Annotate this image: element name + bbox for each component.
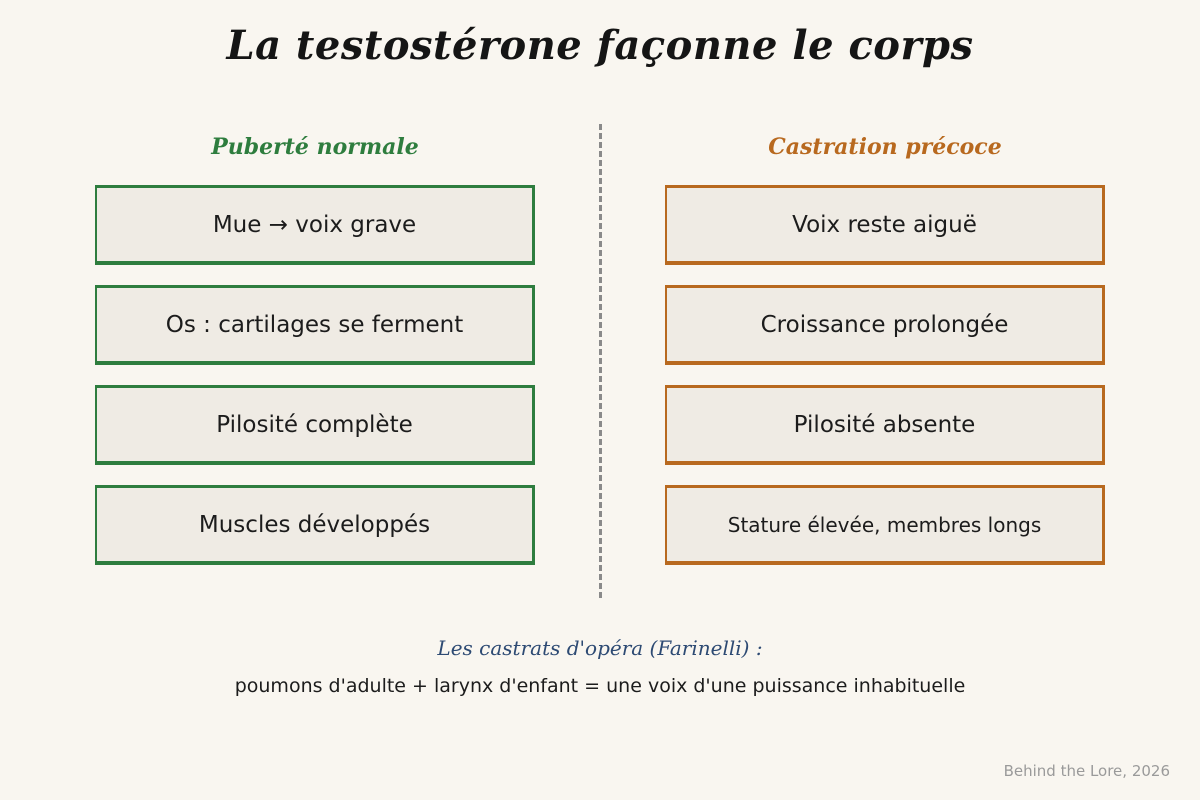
normal-item-bones: Os : cartilages se ferment [95,285,535,365]
normal-item-voice: Mue → voix grave [95,185,535,265]
castration-item-stature: Stature élevée, membres longs [665,485,1105,565]
page-title: La testostérone façonne le corps [226,22,974,69]
castration-item-growth: Croissance prolongée [665,285,1105,365]
note-text: poumons d'adulte + larynx d'enfant = une… [234,675,966,697]
note-title: Les castrats d'opéra (Farinelli) : [437,636,763,660]
credit: Behind the Lore, 2026 [1003,762,1170,780]
castration-item-hair: Pilosité absente [665,385,1105,465]
castration-item-voice: Voix reste aiguë [665,185,1105,265]
normal-item-hair: Pilosité complète [95,385,535,465]
column-divider [599,124,602,598]
early-castration-heading: Castration précoce [768,134,1002,160]
normal-puberty-heading: Puberté normale [211,134,419,160]
normal-item-muscles: Muscles développés [95,485,535,565]
